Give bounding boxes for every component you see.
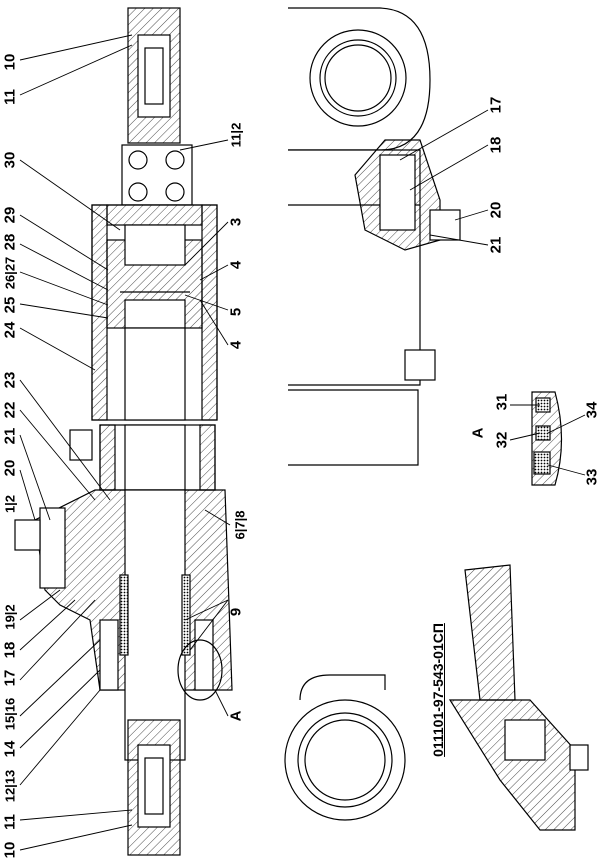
cylinder-barrel <box>69 204 218 491</box>
callout-22: 22 <box>1 401 19 419</box>
callout-11-bottom: 11 <box>1 814 19 830</box>
callout-10: 10 <box>1 53 19 71</box>
callout-4: 4 <box>227 260 245 270</box>
callout-side-18: 18 <box>487 136 505 154</box>
callout-6-7-8: 6|7|8 <box>232 510 248 540</box>
callout-21: 21 <box>1 427 19 445</box>
drawing-number: 011101-97-543-01СП <box>430 623 446 757</box>
callout-1-2: 1|2 <box>2 494 18 514</box>
callout-side-21: 21 <box>487 236 505 254</box>
callout-11: 11 <box>1 89 19 105</box>
leader-lines <box>19 34 586 851</box>
callout-17: 17 <box>1 669 19 687</box>
callout-12-13: 12|13 <box>2 769 18 803</box>
callout-9: 9 <box>227 607 245 617</box>
callout-20: 20 <box>1 459 19 477</box>
callout-10-bottom: 10 <box>1 841 19 859</box>
callout-a: A <box>227 710 245 722</box>
callout-29: 29 <box>1 206 19 224</box>
callout-15-16: 15|16 <box>2 697 18 731</box>
callout-side-17: 17 <box>487 96 505 114</box>
callout-30: 30 <box>1 151 19 169</box>
callout-32: 32 <box>493 431 511 449</box>
callout-11-2: 11|2 <box>228 122 244 148</box>
callout-18: 18 <box>1 641 19 659</box>
bottom-rod-eye <box>127 719 181 856</box>
detail-a-drawing <box>531 391 563 486</box>
callout-28: 28 <box>1 233 19 251</box>
detail-a-title: A <box>469 427 487 439</box>
callout-25: 25 <box>1 296 19 314</box>
callout-4-second: 4 <box>227 340 245 350</box>
top-rod-eye <box>127 7 181 144</box>
callout-34: 34 <box>583 401 600 419</box>
callout-33: 33 <box>583 468 600 486</box>
callout-26-27: 26|27 <box>2 256 18 290</box>
cylinder-head <box>14 489 233 761</box>
side-view-bottom <box>284 564 589 831</box>
callout-3: 3 <box>227 217 245 227</box>
callout-31: 31 <box>493 393 511 411</box>
callout-side-20: 20 <box>487 201 505 219</box>
callout-23: 23 <box>1 371 19 389</box>
callout-19-2: 19|2 <box>2 604 18 630</box>
callout-14: 14 <box>1 740 19 758</box>
callout-5: 5 <box>227 307 245 317</box>
head-block <box>121 144 193 206</box>
callout-24: 24 <box>1 321 19 339</box>
side-view-top <box>288 7 461 466</box>
